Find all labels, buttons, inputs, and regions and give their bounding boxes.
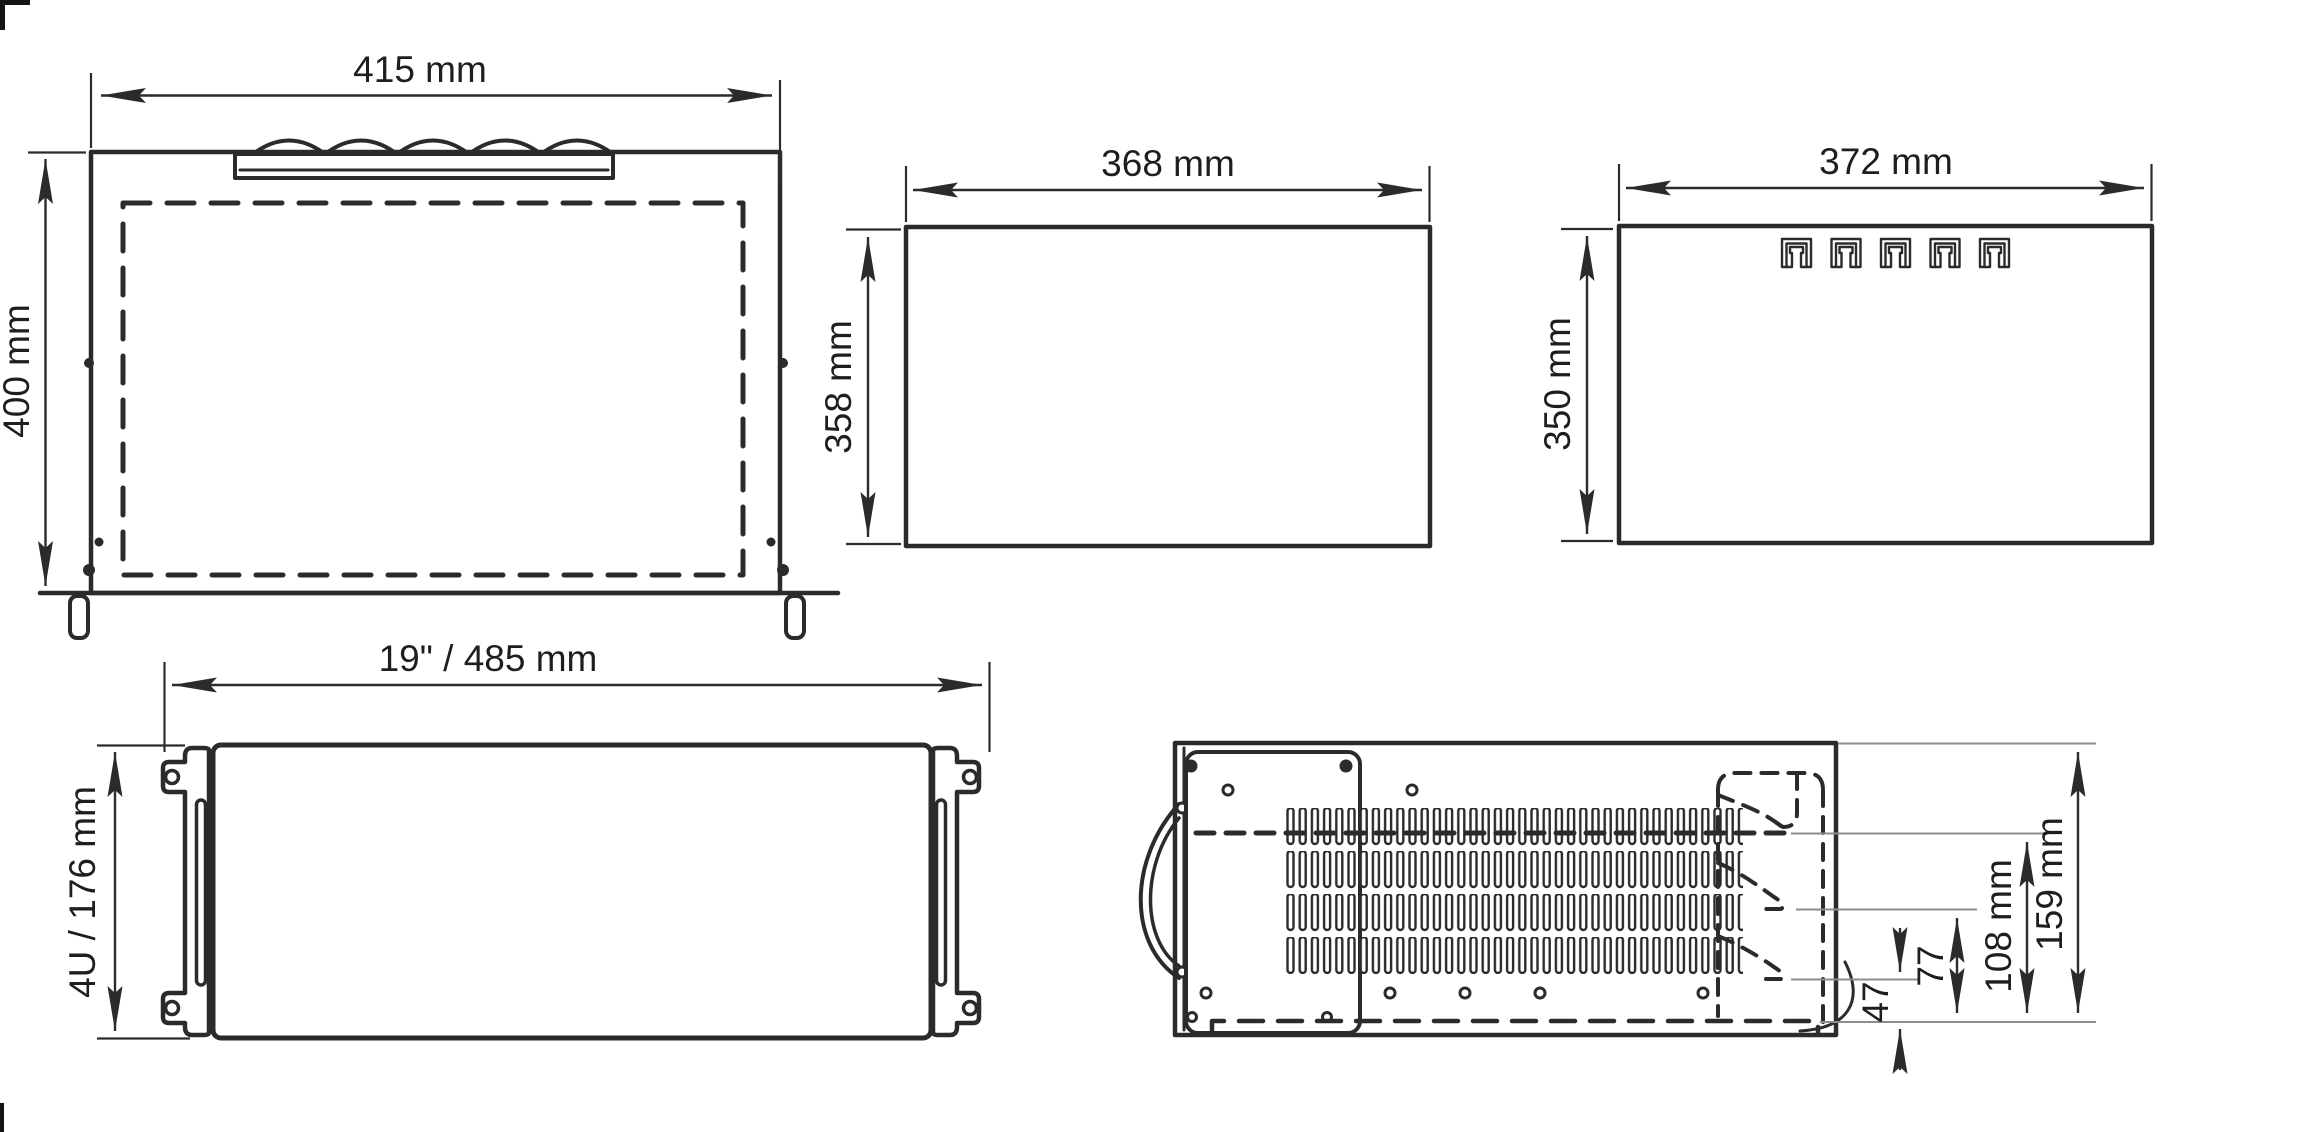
side-108-label: 108 mm: [1978, 859, 2019, 993]
side-view: 159 mm 108 mm 77 47: [1138, 740, 2096, 1074]
vent-grid: [1285, 808, 1743, 974]
dimension-panel-b-width: 372 mm: [1617, 141, 2153, 221]
dimension-top-depth: 400 mm: [0, 151, 86, 586]
panel-view-a: 368 mm 358 mm: [818, 143, 1433, 549]
dimension-side-47: 47: [1855, 927, 1908, 1074]
side-77-label: 77: [1910, 945, 1951, 986]
dimension-panel-a-width: 368 mm: [904, 143, 1431, 222]
rear-foot-left: [68, 594, 90, 640]
top-width-label: 415 mm: [353, 49, 487, 90]
panel-view-b: 372 mm 350 mm: [1537, 141, 2155, 546]
dimension-panel-b-height: 350 mm: [1537, 227, 1613, 543]
rear-foot-right: [784, 594, 806, 640]
top-depth-label: 400 mm: [0, 304, 37, 438]
front-panel-outline: [210, 742, 934, 1041]
dimension-side-108: 108 mm: [1978, 842, 2035, 1013]
carry-handle: [233, 138, 615, 180]
rack-ear-right: [933, 748, 979, 1035]
panel-a-height-label: 358 mm: [818, 320, 859, 454]
dimension-side-77: 77: [1910, 918, 1965, 1013]
front-width-label: 19" / 485 mm: [379, 638, 598, 679]
dimension-side-159: 159 mm: [2029, 752, 2086, 1013]
scan-edge-artifacts: [0, 0, 30, 1132]
top-view: 415 mm 400 mm: [0, 49, 841, 640]
rack-ear-left: [163, 748, 209, 1035]
screw-holes: [1184, 759, 1710, 1023]
panel-b-height-label: 350 mm: [1537, 317, 1578, 451]
handle-grip-scallops: [251, 138, 615, 156]
front-view: 19" / 485 mm 4U / 176 mm: [62, 638, 991, 1041]
panel-b-outline: [1616, 223, 2155, 546]
latch-pins: [83, 358, 789, 576]
dimension-top-width: 415 mm: [89, 49, 782, 185]
handle-plate: [233, 152, 615, 180]
hidden-base-rail: [1209, 1018, 1821, 1036]
hidden-drive-bracket: [1716, 771, 1825, 1028]
hidden-inner-frame: [120, 200, 746, 578]
side-47-label: 47: [1855, 981, 1896, 1022]
dimension-front-width: 19" / 485 mm: [163, 638, 991, 752]
dimension-front-height: 4U / 176 mm: [62, 744, 190, 1040]
panel-b-width-label: 372 mm: [1819, 141, 1953, 182]
corner-swing-arc: [1798, 960, 1855, 1033]
side-view-dimensions: 159 mm 108 mm 77 47: [1791, 742, 2096, 1074]
top-view-chassis-outline: [88, 149, 783, 596]
front-height-label: 4U / 176 mm: [62, 786, 103, 998]
panel-a-outline: [903, 224, 1433, 549]
panel-a-width-label: 368 mm: [1101, 143, 1235, 184]
dimension-panel-a-height: 358 mm: [818, 228, 901, 546]
side-159-label: 159 mm: [2029, 817, 2070, 951]
